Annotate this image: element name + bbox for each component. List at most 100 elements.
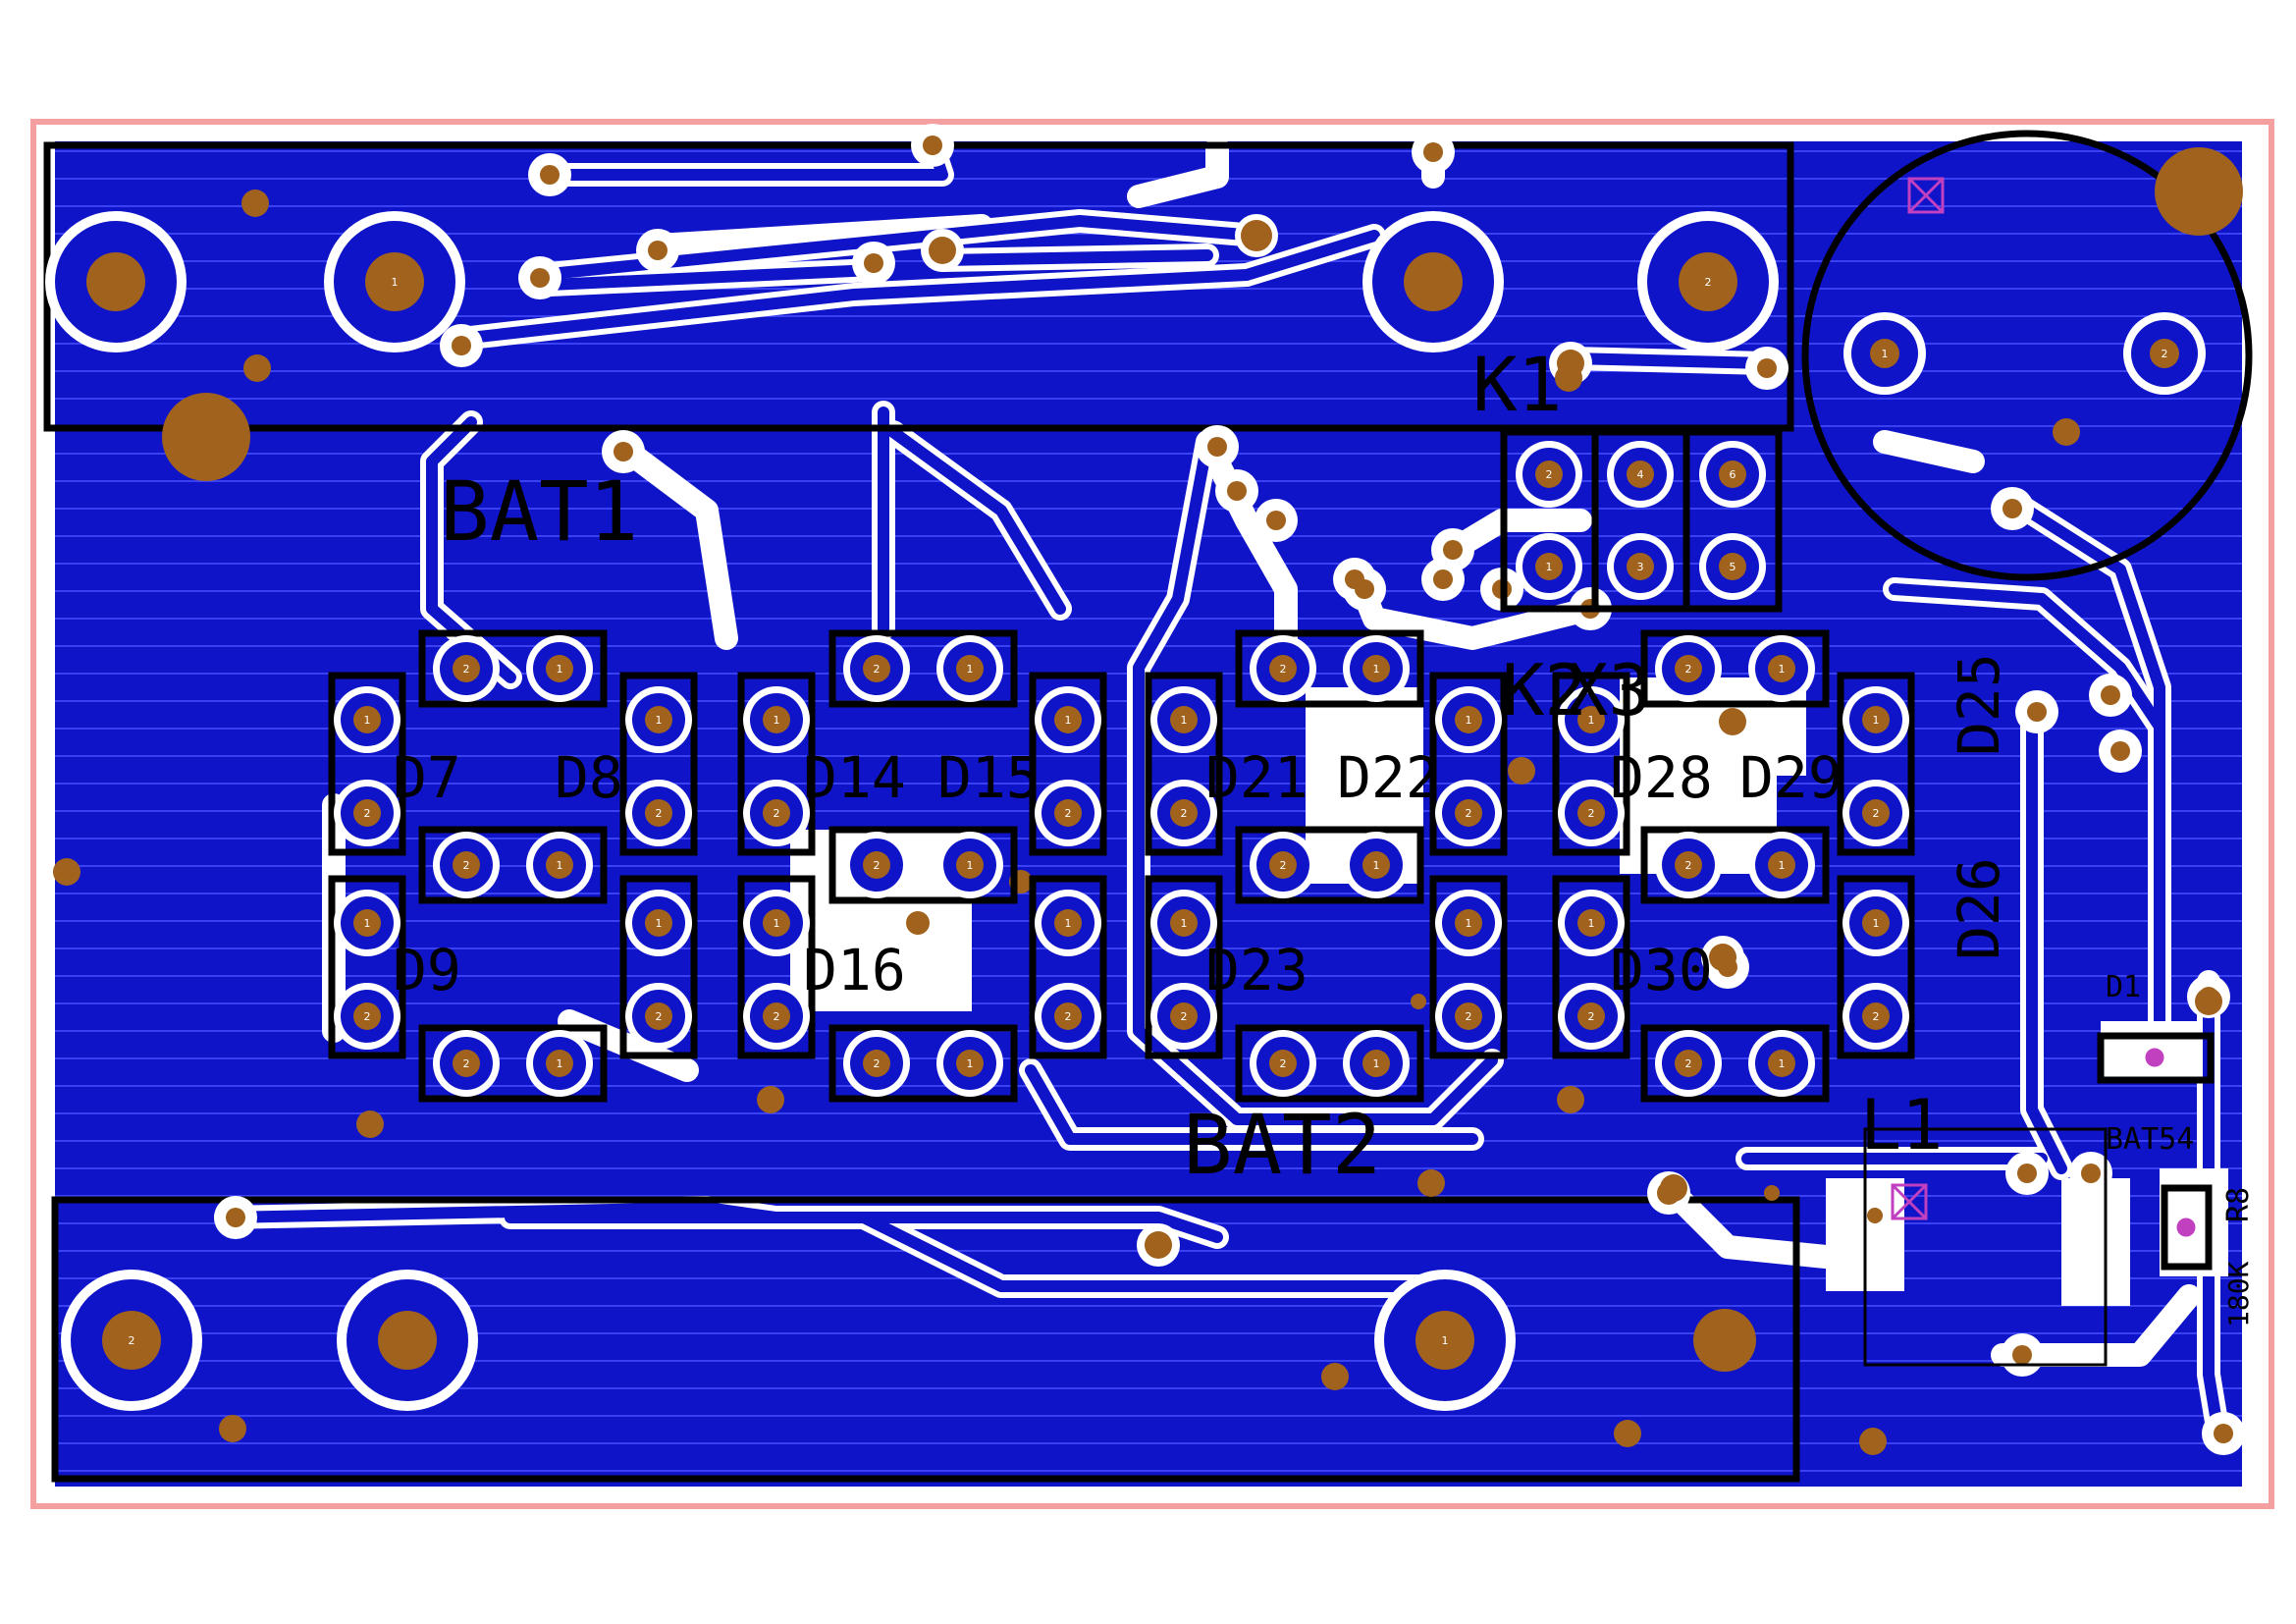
- pad: 5: [1699, 533, 1766, 600]
- pad: 2: [1150, 983, 1217, 1050]
- pad: 2: [334, 983, 400, 1050]
- k1-outline: [1801, 130, 2253, 581]
- pad: 1: [625, 890, 692, 956]
- pad-number: 1: [364, 714, 371, 727]
- pad-number: 2: [1588, 1010, 1595, 1023]
- pad: 1: [936, 832, 1003, 898]
- pad: 2: [743, 780, 810, 846]
- pad: 1: [1035, 890, 1101, 956]
- label-d26: D26: [1946, 857, 2012, 960]
- pad: 1: [1035, 686, 1101, 753]
- pad-number: 6: [1730, 468, 1736, 481]
- pad-number: 1: [364, 917, 371, 930]
- pad: 2: [743, 983, 810, 1050]
- pad-number: 2: [656, 1010, 663, 1023]
- pad: 2: [1250, 832, 1316, 898]
- pad-number: 1: [1779, 859, 1786, 872]
- pad: 2: [433, 1030, 500, 1097]
- pad-number: 2: [656, 807, 663, 820]
- label-d28: D28: [1610, 744, 1713, 811]
- pad: 1: [1343, 635, 1410, 702]
- pad: 2: [1250, 1030, 1316, 1097]
- pad-number: 1: [1882, 348, 1889, 360]
- large-pads: [45, 147, 2243, 1411]
- pad: 1: [1150, 686, 1217, 753]
- pad-number: 2: [1685, 663, 1692, 676]
- pad: 1: [1343, 1030, 1410, 1097]
- pad: 1: [526, 1030, 593, 1097]
- label-d25: D25: [1946, 653, 2012, 756]
- pad: 2: [843, 1030, 910, 1097]
- label-bat1: BAT1: [440, 463, 638, 560]
- label-bat54: BAT54: [2106, 1122, 2194, 1157]
- pad-number: 1: [1466, 917, 1472, 930]
- pad-number: 2: [1588, 807, 1595, 820]
- label-k2: K2: [1502, 649, 1587, 731]
- pad: 1: [936, 635, 1003, 702]
- pad: 2: [433, 832, 500, 898]
- pad-number: 1: [557, 859, 563, 872]
- pad: 1: [1150, 890, 1217, 956]
- pad: 1: [526, 832, 593, 898]
- pad-number: 1: [1442, 1334, 1449, 1347]
- pad-number: 2: [463, 859, 470, 872]
- label-d9: D9: [393, 937, 461, 1003]
- pad-number: 2: [1065, 1010, 1072, 1023]
- pad: 2: [1655, 1030, 1722, 1097]
- label-bat2: BAT2: [1183, 1097, 1381, 1193]
- pad: 2: [1842, 780, 1909, 846]
- pad: 1: [1558, 686, 1625, 753]
- k1-pads: [1843, 312, 2206, 395]
- pad: 1: [1842, 686, 1909, 753]
- pad-number: 1: [1065, 714, 1072, 727]
- pad: 1: [1435, 890, 1502, 956]
- pad-number: 2: [1705, 276, 1712, 289]
- pad: 2: [843, 832, 910, 898]
- pad-number: 1: [392, 276, 399, 289]
- pad-number: 3: [1637, 561, 1644, 573]
- pad-number: 1: [967, 859, 974, 872]
- pad-number: 2: [1873, 807, 1880, 820]
- pad-number: 2: [2162, 348, 2168, 360]
- pad: 2: [1035, 983, 1101, 1050]
- pad-number: 1: [557, 1057, 563, 1070]
- pad: 1: [526, 635, 593, 702]
- pad: 2: [843, 635, 910, 702]
- pad-number: 2: [1685, 1057, 1692, 1070]
- pad-number: 2: [364, 1010, 371, 1023]
- pad-number: 1: [774, 917, 780, 930]
- label-d16: D16: [803, 937, 906, 1003]
- pad: 1: [1748, 1030, 1815, 1097]
- label-r8: R8: [2221, 1187, 2256, 1222]
- pad: 2: [1250, 635, 1316, 702]
- pad: 4: [1607, 441, 1674, 508]
- pad-number: 1: [557, 663, 563, 676]
- pad-number: 1: [1373, 663, 1380, 676]
- pad: 1: [1558, 890, 1625, 956]
- pad-number: 2: [1181, 807, 1188, 820]
- pad: 1: [334, 890, 400, 956]
- pad-number: 2: [874, 663, 881, 676]
- pad-number: 2: [1280, 663, 1287, 676]
- pad-number: 2: [1466, 807, 1472, 820]
- pad-number: 1: [774, 714, 780, 727]
- pad: 1: [334, 686, 400, 753]
- label-d21: D21: [1205, 744, 1308, 811]
- pad-number: 1: [1779, 663, 1786, 676]
- label-d7: D7: [393, 744, 461, 811]
- label-k1: K1: [1472, 341, 1563, 428]
- pad-number: 1: [656, 917, 663, 930]
- pad-number: 2: [463, 1057, 470, 1070]
- pad: 2: [1435, 780, 1502, 846]
- pad: 2: [1435, 983, 1502, 1050]
- pad-number: 2: [1280, 859, 1287, 872]
- label-d15: D15: [937, 744, 1041, 811]
- pad-number: 2: [1280, 1057, 1287, 1070]
- pad-number: 1: [1373, 859, 1380, 872]
- pad: 2: [625, 983, 692, 1050]
- label-d14: D14: [803, 744, 906, 811]
- pad-number: 1: [967, 663, 974, 676]
- pad-number: 1: [1181, 917, 1188, 930]
